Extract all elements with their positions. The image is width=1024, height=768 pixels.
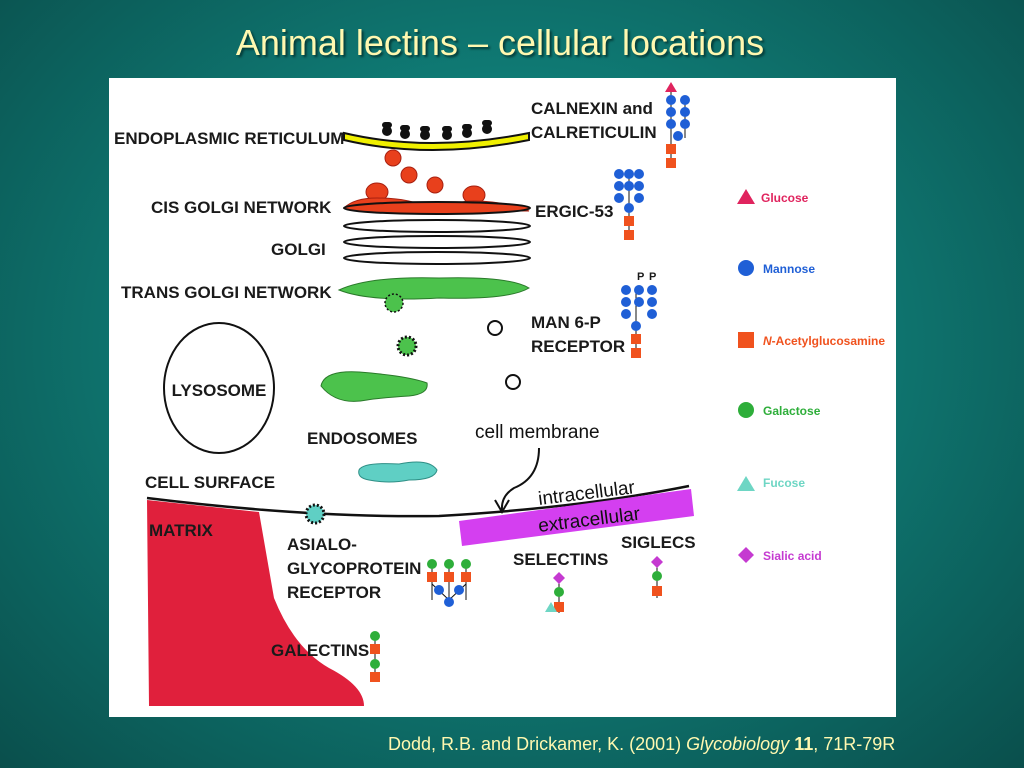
endosome-teal	[358, 461, 438, 483]
cis-golgi-label: CIS GOLGI NETWORK	[151, 198, 332, 217]
galectins-glycan	[370, 631, 380, 682]
cell-membrane-label: cell membrane	[475, 422, 600, 443]
legend-glcnac-label: -Acetylglucosamine	[772, 334, 886, 348]
citation-authors: Dodd, R.B. and Drickamer, K. (2001)	[388, 734, 687, 754]
calnexin-glycan	[665, 82, 690, 168]
er-label: ENDOPLASMIC RETICULUM	[114, 129, 344, 148]
calnexin-label-2: CALRETICULIN	[531, 123, 657, 142]
asialo-label-2: GLYCOPROTEIN	[287, 559, 421, 578]
cell-surface-membrane	[146, 484, 690, 518]
lysosome-label: LYSOSOME	[172, 381, 267, 400]
legend-fucose-label: Fucose	[763, 476, 805, 490]
lectin-location-diagram: MATRIX intracellular extracellular cell …	[109, 78, 896, 717]
legend-sialic-swatch	[738, 547, 754, 563]
matrix-label: MATRIX	[149, 521, 214, 540]
lysosome	[163, 322, 275, 454]
endosome-green	[320, 371, 428, 402]
man6p-label-2: RECEPTOR	[531, 337, 625, 356]
coated-vesicle	[396, 335, 418, 357]
calnexin-label-1: CALNEXIN and	[531, 99, 653, 118]
legend-sialic-label: Sialic acid	[763, 549, 822, 563]
asialo-label-3: RECEPTOR	[287, 583, 381, 602]
asialo-receptor-icon	[304, 503, 326, 525]
cell-surface-label: CELL SURFACE	[145, 473, 275, 492]
matrix-region	[147, 500, 364, 706]
ergic-glycan	[614, 169, 644, 240]
man6p-label-1: MAN 6-P	[531, 313, 601, 332]
asialo-label-1: ASIALO-	[287, 535, 357, 554]
svg-text:N-Acetylglucosamine: N-Acetylglucosamine	[763, 334, 885, 348]
man6p-glycan	[621, 285, 657, 358]
citation-journal: Glycobiology	[686, 734, 790, 754]
cell-membrane-arrow	[500, 447, 540, 511]
legend-glcnac-italic: N	[763, 334, 772, 348]
galectins-label: GALECTINS	[271, 641, 369, 660]
selectins-label: SELECTINS	[513, 550, 608, 569]
asialo-glycan	[427, 559, 471, 607]
vesicle-open-2	[505, 374, 521, 390]
golgi-label: GOLGI	[271, 240, 326, 259]
phosphate-2: P	[649, 271, 656, 283]
er-membrane	[343, 131, 530, 151]
slide-title: Animal lectins – cellular locations	[235, 22, 765, 63]
citation-pages: , 71R-79R	[813, 734, 896, 754]
endosomes-label: ENDOSOMES	[307, 429, 418, 448]
budding-vesicle	[384, 293, 404, 313]
siglecs-label: SIGLECS	[621, 533, 696, 552]
legend: Glucose Mannose N-Acetylglucosamine Gala…	[737, 189, 885, 563]
citation-volume: 11	[794, 734, 814, 754]
siglecs-glycan	[651, 556, 663, 598]
ergic-label: ERGIC-53	[535, 202, 613, 221]
phosphate-1: P	[637, 271, 644, 283]
er-vesicles	[384, 149, 444, 194]
golgi-stack	[343, 201, 531, 265]
cell-membrane-arrowhead	[494, 499, 510, 514]
vesicle-open-1	[487, 320, 503, 336]
selectins-glycan	[545, 572, 565, 613]
legend-galactose-label: Galactose	[763, 404, 821, 418]
legend-mannose-swatch	[738, 260, 754, 276]
legend-mannose-label: Mannose	[763, 262, 815, 276]
trans-golgi-label: TRANS GOLGI NETWORK	[121, 283, 332, 302]
trans-golgi	[337, 277, 530, 300]
legend-galactose-swatch	[738, 402, 754, 418]
membrane-bar	[459, 489, 694, 546]
legend-glcnac-swatch	[738, 332, 754, 348]
legend-fucose-swatch	[737, 476, 755, 491]
citation: Dodd, R.B. and Drickamer, K. (2001) Glyc…	[388, 734, 895, 755]
legend-glucose-label: Glucose	[761, 191, 809, 205]
er-ribosomes	[382, 120, 492, 140]
legend-glucose-swatch	[737, 189, 755, 204]
